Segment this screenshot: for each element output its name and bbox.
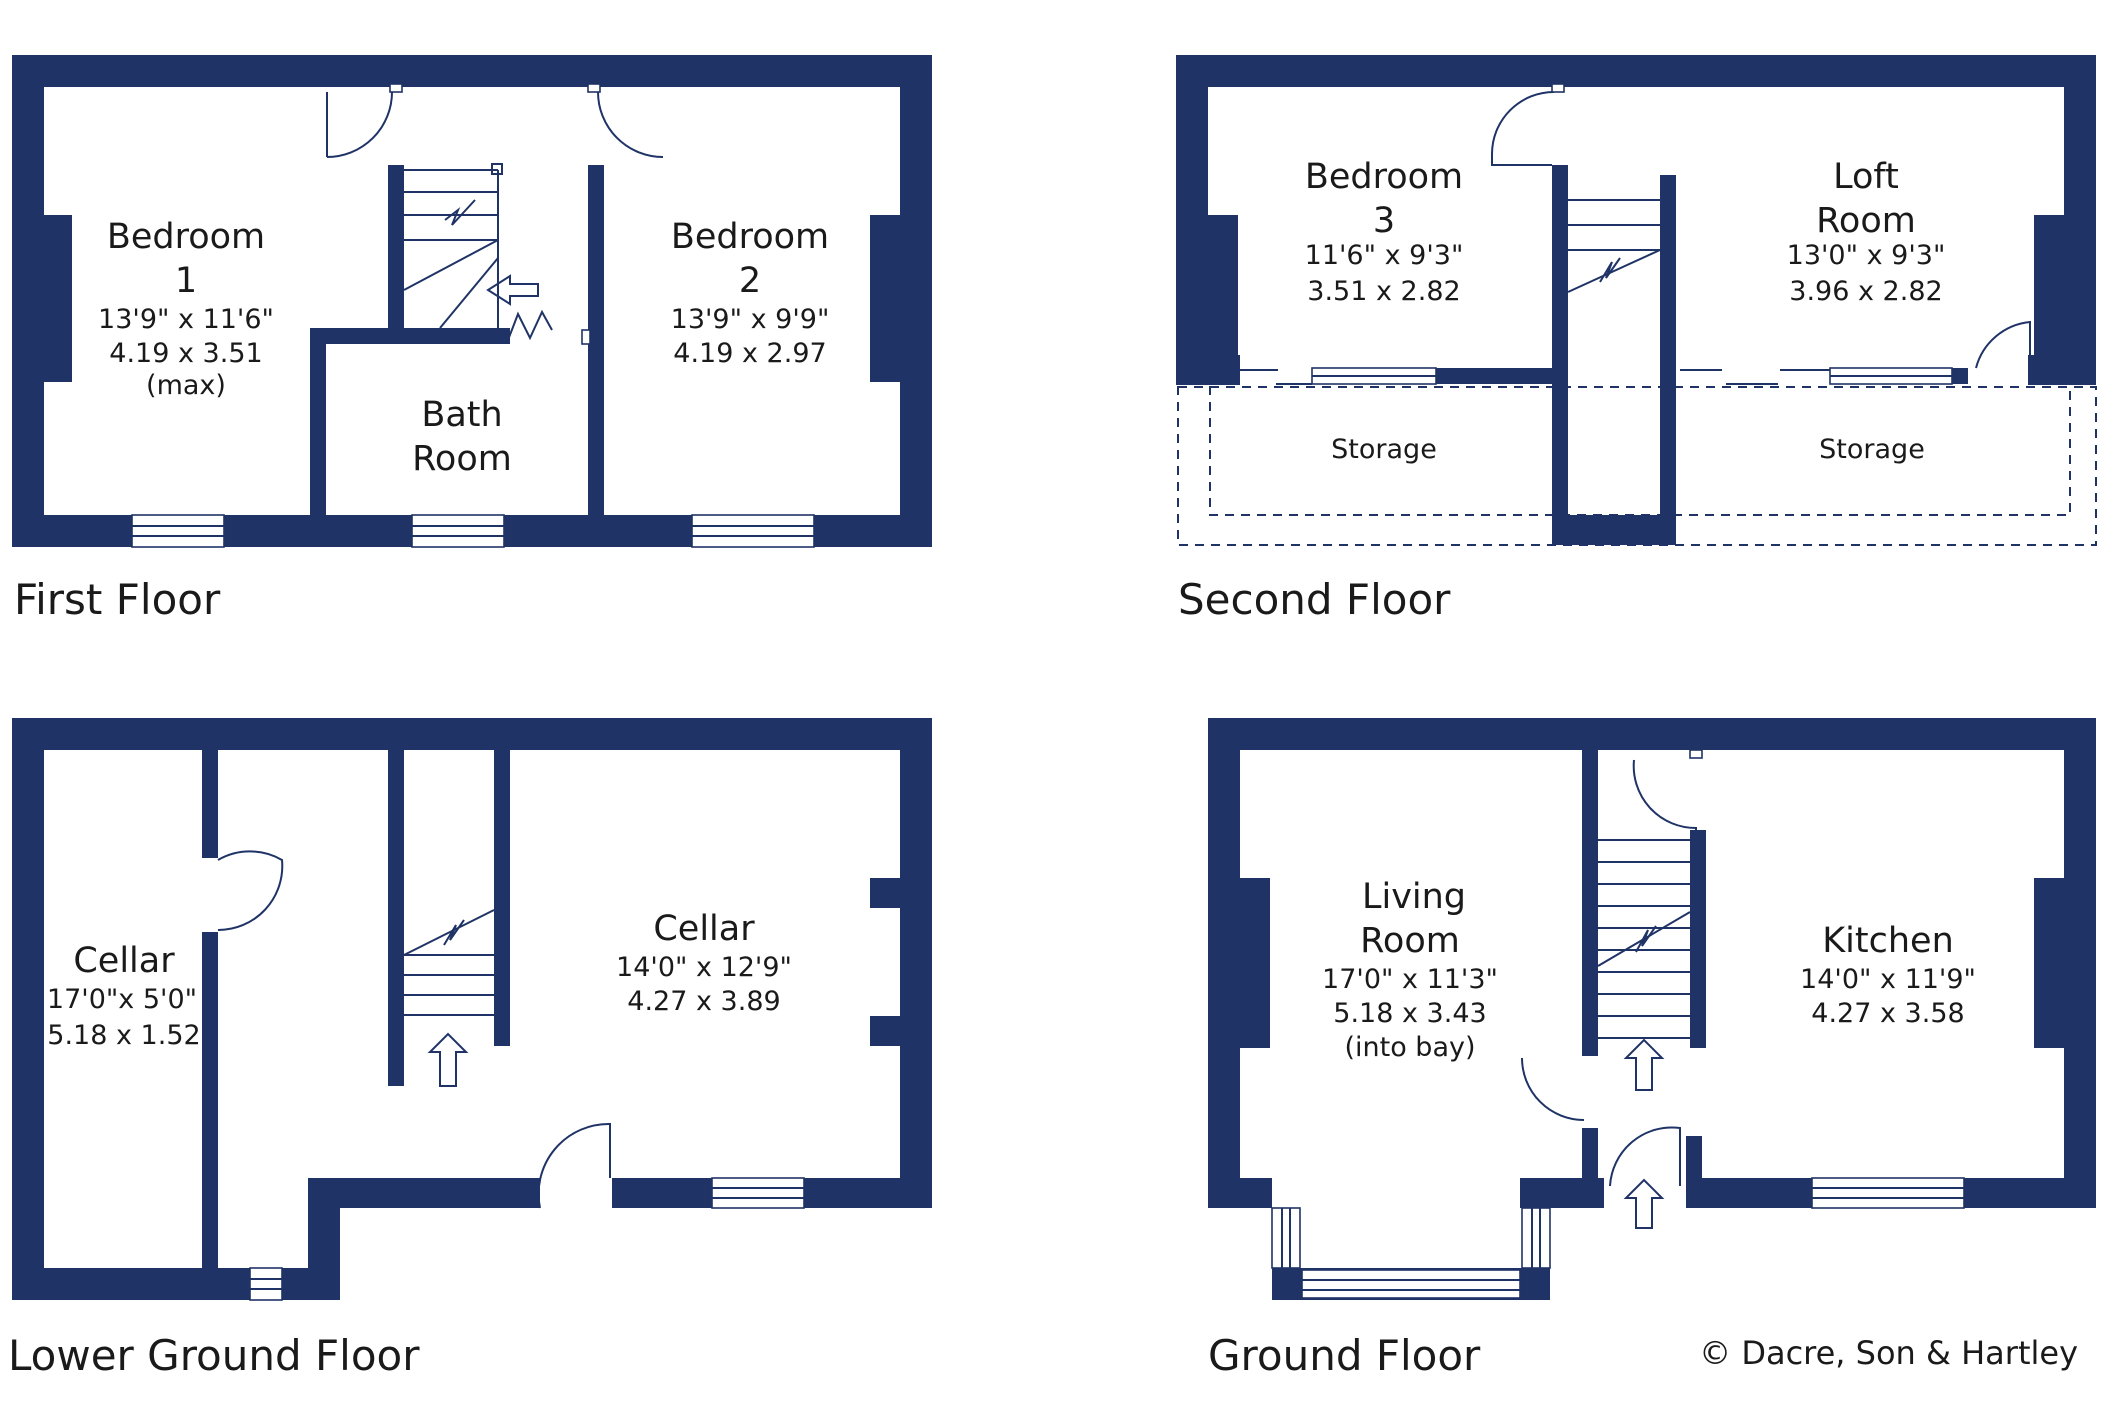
kitchen-dim-metric: 4.27 x 3.58 [1811,998,1964,1029]
cellar-large-dim-metric: 4.27 x 3.89 [627,986,780,1017]
living-room-name-2: Room [1360,921,1460,961]
living-room-name: Living [1362,877,1466,917]
ground-floor-stairs [1597,839,1691,1091]
cellar-large-dim-imperial: 14'0" x 12'9" [616,952,792,983]
bedroom3-name: Bedroom [1305,157,1463,197]
bathroom-name-2: Room [412,439,512,479]
living-room-dim-imperial: 17'0" x 11'3" [1322,964,1498,995]
bedroom2-dim-metric: 4.19 x 2.97 [673,338,826,369]
bedroom3-dim-metric: 3.51 x 2.82 [1307,276,1460,307]
loft-name: Loft [1833,157,1899,197]
bedroom2-name: Bedroom [671,217,829,257]
ground-floor-label: Ground Floor [1208,1331,1481,1380]
ground-floor: Living Room 17'0" x 11'3" 5.18 x 3.43 (i… [1208,718,2096,1380]
second-floor: Bedroom 3 11'6" x 9'3" 3.51 x 2.82 Loft … [1176,55,2097,624]
bedroom3-number: 3 [1373,201,1395,241]
cellar-small-dim-metric: 5.18 x 1.52 [47,1020,200,1051]
bedroom1-name: Bedroom [107,217,265,257]
second-floor-label: Second Floor [1178,575,1451,624]
bedroom3-dim-imperial: 11'6" x 9'3" [1305,240,1464,271]
bedroom2-number: 2 [739,261,761,301]
cellar-large-name: Cellar [653,909,755,949]
first-floor: Bedroom 1 13'9" x 11'6" 4.19 x 3.51 (max… [12,55,932,624]
bedroom2-dim-imperial: 13'9" x 9'9" [671,304,830,335]
second-floor-stairs [1567,199,1661,293]
bedroom1-number: 1 [175,261,197,301]
lower-ground-stairs [403,909,495,1087]
bedroom1-dim-metric: 4.19 x 3.51 [109,338,262,369]
storage-left-label: Storage [1331,434,1437,465]
bathroom-name: Bath [421,395,502,435]
first-floor-label: First Floor [14,575,221,624]
living-room-note: (into bay) [1344,1032,1475,1063]
lower-ground-floor-label: Lower Ground Floor [8,1331,420,1380]
living-room-dim-metric: 5.18 x 3.43 [1333,998,1486,1029]
storage-right-label: Storage [1819,434,1925,465]
copyright-text: © Dacre, Son & Hartley [1699,1334,2078,1372]
loft-name-2: Room [1816,201,1916,241]
kitchen-dim-imperial: 14'0" x 11'9" [1800,964,1976,995]
bedroom1-note: (max) [146,370,226,401]
bedroom1-dim-imperial: 13'9" x 11'6" [98,304,274,335]
loft-dim-imperial: 13'0" x 9'3" [1787,240,1946,271]
lower-ground-floor: Cellar 17'0"x 5'0" 5.18 x 1.52 Cellar 14… [8,718,932,1380]
cellar-small-dim-imperial: 17'0"x 5'0" [47,984,197,1015]
loft-dim-metric: 3.96 x 2.82 [1789,276,1942,307]
first-floor-stairs [403,163,553,341]
cellar-small-name: Cellar [73,941,175,981]
kitchen-name: Kitchen [1822,921,1954,961]
